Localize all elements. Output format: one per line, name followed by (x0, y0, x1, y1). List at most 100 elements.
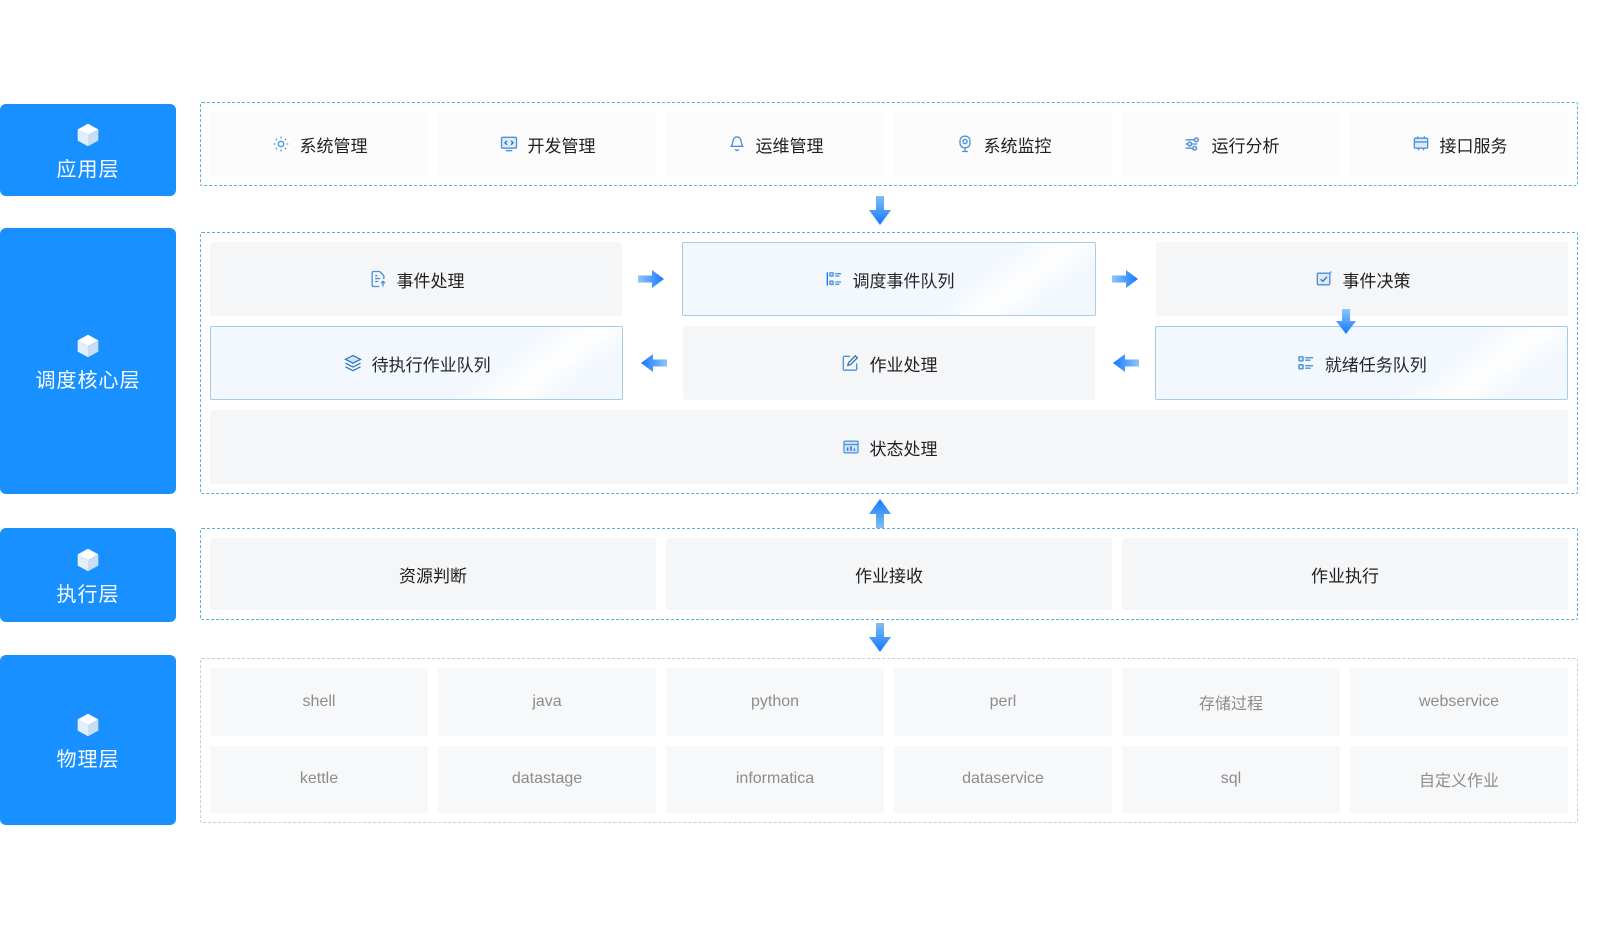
core-item-ready-task-queue[interactable]: 就绪任务队列 (1154, 326, 1568, 400)
app-item-development-management[interactable]: 开发管理 (438, 112, 656, 176)
core-item-job-processing[interactable]: 作业处理 (683, 326, 1095, 400)
physical-item-custom-job[interactable]: 自定义作业 (1350, 745, 1568, 813)
physical-layer-zone: shell java python perl 存储过程 webservice (200, 658, 1578, 823)
core-item-event-processing[interactable]: 事件处理 (210, 242, 622, 316)
monitor-camera-icon (958, 135, 971, 153)
execution-item-job-execute[interactable]: 作业执行 (1122, 538, 1568, 610)
core-item-event-decision[interactable]: 事件决策 (1156, 242, 1568, 316)
queue-list-icon (826, 272, 841, 286)
layer-badge-execution[interactable]: 执行层 (0, 528, 176, 622)
physical-item-datastage[interactable]: datastage (438, 745, 656, 813)
physical-item-label: 自定义作业 (1418, 773, 1499, 791)
execution-item-label: 作业执行 (1311, 566, 1379, 586)
app-item-label: 开发管理 (527, 136, 596, 156)
physical-item-webservice[interactable]: webservice (1350, 668, 1568, 736)
execution-item-job-receive[interactable]: 作业接收 (666, 538, 1112, 610)
checklist-icon (1298, 356, 1313, 370)
physical-item-label: perl (989, 692, 1017, 710)
execution-item-label: 资源判断 (399, 566, 467, 586)
core-item-label: 待执行作业队列 (371, 355, 491, 375)
layer-label: 应用层 (56, 159, 120, 181)
physical-item-perl[interactable]: perl (894, 668, 1112, 736)
physical-item-stored-procedure[interactable]: 存储过程 (1122, 668, 1340, 736)
physical-item-informatica[interactable]: informatica (666, 745, 884, 813)
physical-item-label: datastage (511, 770, 583, 788)
sliders-icon (1185, 137, 1199, 151)
bell-icon (729, 136, 744, 152)
physical-layer-row-2: kettle datastage informatica dataservice… (210, 745, 1568, 813)
app-item-label: 系统管理 (299, 136, 368, 156)
app-item-system-monitoring[interactable]: 系统监控 (894, 112, 1112, 176)
cube-icon (77, 123, 99, 147)
check-box-icon (1316, 271, 1332, 286)
core-item-label: 作业处理 (869, 355, 938, 375)
core-layer-row-2: 待执行作业队列 作业处理 (210, 326, 1568, 400)
arrow-queue-to-decision (1106, 242, 1146, 316)
edit-note-icon (843, 354, 859, 371)
layers-icon (343, 354, 362, 372)
core-layer-zone: 事件处理 (200, 232, 1578, 494)
physical-item-dataservice[interactable]: dataservice (894, 745, 1112, 813)
core-item-label: 就绪任务队列 (1324, 355, 1427, 375)
core-item-pending-job-queue[interactable]: 待执行作业队列 (210, 326, 624, 400)
execution-item-label: 作业接收 (855, 566, 923, 586)
core-item-status-processing[interactable]: 状态处理 (210, 410, 1568, 484)
app-item-operations-management[interactable]: 运维管理 (666, 112, 884, 176)
execution-item-resource-judgement[interactable]: 资源判断 (210, 538, 656, 610)
core-item-schedule-event-queue[interactable]: 调度事件队列 (682, 242, 1096, 316)
code-monitor-icon (500, 136, 517, 152)
interface-icon (1413, 136, 1428, 151)
gear-icon (273, 136, 288, 152)
app-item-label: 运维管理 (755, 136, 824, 156)
arrow-event-to-queue (632, 242, 672, 316)
arrow-decision-to-ready (1336, 309, 1356, 334)
application-layer-zone: 系统管理 开发管理 运维管理 (200, 102, 1578, 186)
layer-label: 物理层 (56, 749, 120, 771)
physical-item-python[interactable]: python (666, 668, 884, 736)
physical-item-label: dataservice (962, 770, 1044, 788)
cube-icon (77, 548, 99, 572)
arrow-app-to-core (869, 196, 891, 225)
physical-layer-row-1: shell java python perl 存储过程 webservice (210, 668, 1568, 736)
physical-item-kettle[interactable]: kettle (210, 745, 428, 813)
arrow-job-to-pending (633, 326, 673, 400)
layer-badge-application[interactable]: 应用层 (0, 104, 176, 196)
layer-label: 调度核心层 (35, 370, 141, 392)
physical-item-label: java (532, 692, 562, 710)
physical-item-java[interactable]: java (438, 668, 656, 736)
physical-item-label: shell (302, 692, 336, 710)
arrow-ready-to-job (1105, 326, 1145, 400)
file-up-icon (371, 270, 385, 288)
execution-layer-zone: 资源判断 作业接收 作业执行 (200, 528, 1578, 620)
app-item-label: 运行分析 (1211, 136, 1280, 156)
core-item-label: 事件处理 (396, 271, 465, 291)
bar-chart-icon (842, 440, 859, 454)
core-layer-row-1: 事件处理 (210, 242, 1568, 316)
physical-item-shell[interactable]: shell (210, 668, 428, 736)
arrow-execution-to-physical (869, 623, 891, 652)
application-layer-row: 系统管理 开发管理 运维管理 (210, 112, 1568, 176)
layer-label: 执行层 (56, 584, 120, 606)
physical-item-label: python (750, 692, 800, 710)
app-item-interface-service[interactable]: 接口服务 (1350, 112, 1568, 176)
app-item-label: 接口服务 (1439, 136, 1508, 156)
layer-badge-core[interactable]: 调度核心层 (0, 228, 176, 494)
physical-item-label: informatica (735, 770, 815, 788)
physical-item-sql[interactable]: sql (1122, 745, 1340, 813)
layer-badge-physical[interactable]: 物理层 (0, 655, 176, 825)
app-item-runtime-analysis[interactable]: 运行分析 (1122, 112, 1340, 176)
cube-icon (77, 713, 99, 737)
core-item-label: 状态处理 (869, 439, 938, 459)
core-layer-row-3: 状态处理 (210, 410, 1568, 484)
cube-icon (77, 334, 99, 358)
physical-item-label: 存储过程 (1198, 695, 1263, 713)
execution-layer-row: 资源判断 作业接收 作业执行 (210, 538, 1568, 610)
physical-item-label: sql (1220, 770, 1242, 788)
physical-item-label: kettle (299, 770, 339, 788)
core-item-label: 调度事件队列 (852, 271, 955, 291)
arrow-execution-to-core (869, 499, 891, 528)
app-item-label: 系统监控 (983, 136, 1052, 156)
app-item-system-management[interactable]: 系统管理 (210, 112, 428, 176)
core-item-label: 事件决策 (1342, 271, 1411, 291)
